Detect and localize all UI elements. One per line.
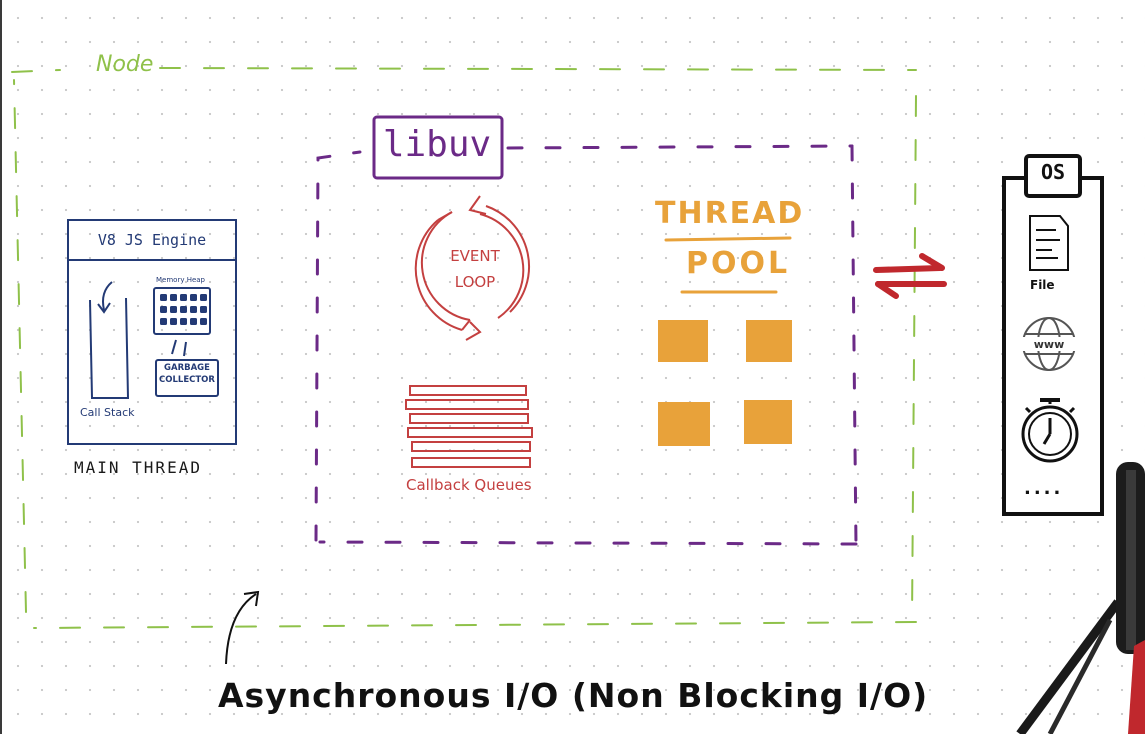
- memory-heap-label: Memory Heap: [156, 276, 205, 284]
- main-thread-label: MAIN THREAD: [74, 458, 202, 477]
- thread-pool-label-line2: POOL: [686, 246, 791, 281]
- exchange-arrows-icon: [873, 253, 947, 299]
- os-more-label: ....: [1024, 478, 1064, 499]
- svg-text:www: www: [1034, 338, 1065, 351]
- diagram-caption: Asynchronous I/O (Non Blocking I/O): [218, 676, 929, 715]
- thread-block: [658, 320, 708, 362]
- libuv-boundary: [314, 144, 858, 548]
- call-stack-label: Call Stack: [80, 406, 135, 419]
- thread-pool-underlines: [664, 236, 792, 294]
- os-label: OS: [1040, 160, 1066, 184]
- event-loop-cycle-icon: [414, 195, 531, 341]
- thread-block: [746, 320, 792, 362]
- file-icon: [1029, 215, 1069, 271]
- v8-engine-box: [67, 219, 237, 445]
- callback-queues-label: Callback Queues: [406, 476, 532, 494]
- v8-engine-title: V8 JS Engine: [97, 231, 207, 249]
- thread-pool-threads: [658, 320, 792, 446]
- thread-block: [658, 402, 710, 446]
- thread-block: [744, 400, 792, 444]
- stopwatch-icon: [1021, 398, 1079, 463]
- microphone-stand: [1016, 462, 1145, 734]
- event-loop-label: EVENT LOOP: [450, 247, 500, 291]
- node-boundary: [11, 67, 917, 629]
- file-label: File: [1030, 278, 1055, 292]
- libuv-box: [372, 115, 504, 180]
- globe-www-icon: www: [1022, 317, 1076, 371]
- left-edge-line: [0, 0, 2, 734]
- thread-pool-label-line1: THREAD: [655, 196, 805, 231]
- node-label: Node: [96, 52, 154, 77]
- callback-queue-bars: [405, 385, 533, 468]
- memory-heap-cells: [160, 294, 207, 325]
- libuv-label: libuv: [382, 124, 492, 165]
- caption-pointer-arrow: [225, 590, 260, 665]
- garbage-collector-label: GARBAGE COLLECTOR: [159, 363, 215, 385]
